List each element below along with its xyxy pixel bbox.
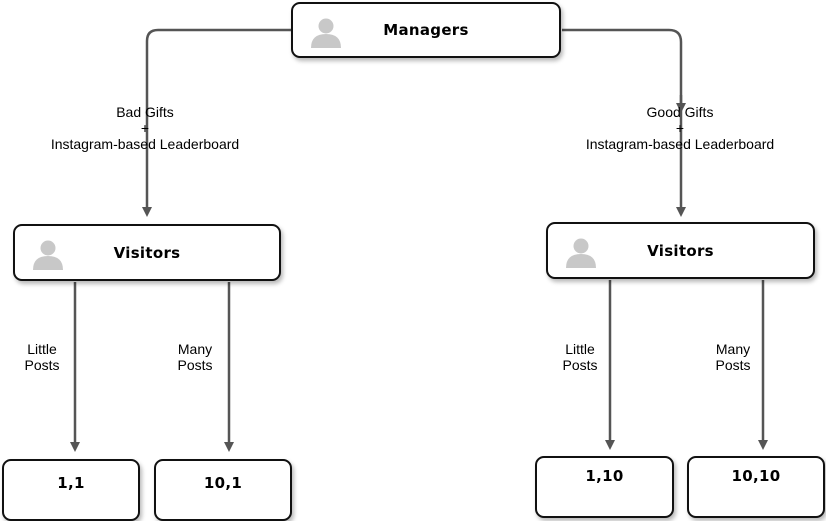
person-icon: [33, 240, 63, 270]
edge-label-bad-gifts: Bad Gifts + Instagram-based Leaderboard: [50, 104, 240, 152]
outcome-label: 1,1: [57, 474, 85, 492]
outcome-node-10-10[interactable]: 10,10: [687, 456, 825, 518]
connector-layer: [70, 28, 768, 452]
person-icon: [566, 238, 596, 268]
edge-label-many-posts-left: Many Posts: [177, 341, 213, 373]
outcome-label: 10,1: [203, 474, 243, 492]
outcome-node-1-1[interactable]: 1,1: [2, 459, 140, 521]
managers-label: Managers: [383, 21, 469, 39]
managers-node[interactable]: Managers: [291, 2, 561, 58]
visitors-left-label: Visitors: [113, 243, 181, 262]
edge-managers-to-visitors-right: [562, 28, 686, 217]
edge-label-good-gifts: Good Gifts + Instagram-based Leaderboard: [585, 104, 775, 152]
outcome-label: 10,10: [731, 467, 781, 485]
visitors-right-label: Visitors: [647, 241, 714, 260]
visitors-right-node[interactable]: Visitors: [546, 222, 815, 279]
person-icon: [311, 18, 341, 48]
edge-label-many-posts-right: Many Posts: [715, 341, 751, 373]
visitors-left-node[interactable]: Visitors: [13, 224, 281, 281]
edge-managers-to-visitors-left: [142, 28, 292, 217]
outcome-label: 1,10: [585, 467, 624, 485]
edge-label-little-posts-right: Little Posts: [562, 341, 598, 373]
edge-label-little-posts-left: Little Posts: [24, 341, 60, 373]
outcome-node-1-10[interactable]: 1,10: [535, 456, 674, 518]
outcome-node-10-1[interactable]: 10,1: [154, 459, 292, 521]
